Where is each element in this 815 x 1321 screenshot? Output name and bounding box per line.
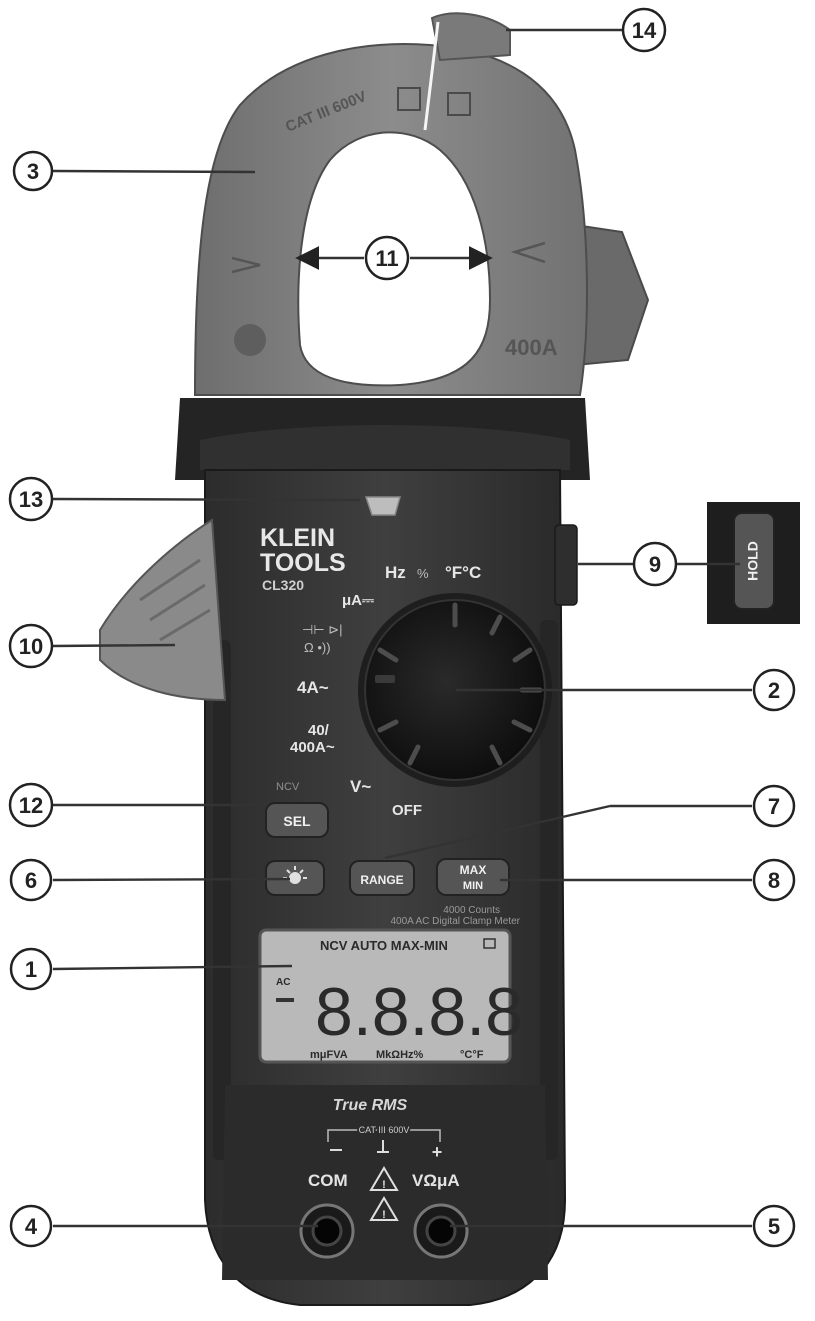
- callout-2: 2: [752, 668, 796, 712]
- dial-label-off: OFF: [392, 802, 422, 819]
- max-button-label: MAX: [460, 863, 487, 877]
- ground-symbol-icon: [377, 1140, 389, 1153]
- lcd-units-middle: MkΩHz%: [376, 1049, 424, 1061]
- lcd-display: NCV AUTO MAX-MIN AC 8.8.8.8 mμFVA MkΩHz%…: [258, 928, 523, 1064]
- diode-continuity-icons: ⊣⊢ ⊳| Ω •)): [302, 622, 343, 655]
- svg-text:8: 8: [768, 868, 780, 893]
- dial-label-hz: Hz: [385, 563, 406, 582]
- svg-text:2: 2: [768, 678, 780, 703]
- dial-label-percent: %: [417, 566, 429, 581]
- callout-9: 9: [632, 541, 678, 587]
- warning-triangle-icon: !: [369, 1196, 399, 1221]
- callout-14: 14: [621, 7, 667, 53]
- svg-text:9: 9: [649, 552, 661, 577]
- ncv-label: NCV: [276, 781, 300, 793]
- range-button[interactable]: RANGE: [349, 860, 415, 896]
- jaw-screw: [234, 324, 266, 356]
- hold-button[interactable]: [733, 512, 775, 610]
- com-label: COM: [308, 1171, 348, 1190]
- callout-1: 1: [9, 947, 53, 991]
- clamp-jaw: CAT III 600V 400A: [193, 12, 650, 396]
- jaw-current-rating: 400A: [505, 335, 558, 360]
- hold-side-button[interactable]: [554, 524, 578, 606]
- insulation-symbol-icon: [397, 87, 421, 111]
- callout-10: 10: [8, 623, 54, 669]
- callout-8: 8: [752, 858, 796, 902]
- brand-line2: TOOLS: [260, 549, 346, 577]
- dial-label-temp: °F°C: [445, 563, 481, 582]
- sel-button[interactable]: SEL: [265, 802, 329, 838]
- right-alignment-mark: [510, 241, 546, 264]
- callout-13: 13: [8, 476, 54, 522]
- lcd-units-left: mμFVA: [310, 1049, 348, 1061]
- lcd-top-indicators: NCV AUTO MAX-MIN: [320, 938, 448, 953]
- max-min-button[interactable]: MAX MIN: [436, 858, 510, 896]
- left-alignment-mark: [231, 256, 261, 274]
- backlight-button[interactable]: [265, 860, 325, 896]
- spec-counts: 4000 Counts: [443, 905, 500, 916]
- lcd-battery-icon: [483, 938, 496, 949]
- flashlight-lens: [364, 496, 401, 516]
- svg-text:!: !: [382, 1179, 386, 1191]
- positive-input-jack[interactable]: [413, 1203, 469, 1259]
- sel-button-label: SEL: [283, 813, 311, 829]
- v-ohm-ua-label: VΩμA: [412, 1171, 460, 1190]
- jaw-trigger[interactable]: [99, 518, 227, 702]
- callout-6: 6: [9, 858, 53, 902]
- lcd-ac-indicator: AC: [276, 977, 290, 988]
- leader-lines: [51, 28, 752, 1228]
- callout-12: 12: [8, 782, 54, 828]
- warning-triangle-icon: !: [369, 1166, 399, 1191]
- svg-text:11: 11: [375, 246, 398, 271]
- svg-text:5: 5: [768, 1214, 780, 1239]
- true-rms-label: True RMS: [333, 1097, 408, 1114]
- svg-text:7: 7: [768, 794, 780, 819]
- spec-description: 400A AC Digital Clamp Meter: [390, 916, 520, 927]
- rotary-function-dial[interactable]: [358, 593, 552, 787]
- insulation-symbol-icon: [447, 92, 471, 116]
- min-button-label: MIN: [463, 880, 483, 892]
- range-button-label: RANGE: [360, 873, 403, 887]
- lcd-digits: 8.8.8.8: [315, 974, 523, 1050]
- com-input-jack[interactable]: [299, 1203, 355, 1259]
- model-number: CL320: [262, 577, 304, 593]
- svg-text:⊣⊢ ⊳|: ⊣⊢ ⊳|: [302, 622, 343, 637]
- svg-text:!: !: [382, 1209, 386, 1221]
- dial-label-40a-line2: 400A~: [290, 739, 335, 756]
- hold-button-inset: HOLD: [707, 502, 800, 624]
- brand-line1: KLEIN: [260, 524, 335, 552]
- svg-text:10: 10: [19, 634, 43, 659]
- svg-text:12: 12: [19, 793, 43, 818]
- positive-symbol-icon: +: [432, 1142, 443, 1162]
- callout-7: 7: [752, 784, 796, 828]
- svg-text:4: 4: [25, 1214, 38, 1239]
- backlight-icon: [283, 866, 307, 884]
- input-cat-rating: CAT III 600V: [359, 1125, 410, 1135]
- dial-label-volts: V~: [350, 777, 371, 796]
- callout-3: 3: [12, 150, 54, 192]
- dial-label-40a-line1: 40/: [308, 722, 330, 739]
- callout-5: 5: [752, 1204, 796, 1248]
- svg-text:14: 14: [632, 18, 657, 43]
- svg-text:6: 6: [25, 868, 37, 893]
- callout-4: 4: [9, 1204, 53, 1248]
- svg-text:Ω •)): Ω •)): [304, 640, 331, 655]
- dial-label-4a: 4A~: [297, 678, 329, 697]
- callout-11: 11: [364, 235, 410, 281]
- hold-button-label: HOLD: [745, 541, 761, 581]
- svg-text:3: 3: [27, 159, 39, 184]
- svg-text:1: 1: [25, 957, 37, 982]
- svg-text:13: 13: [19, 487, 43, 512]
- dial-label-microamp: μA⎓: [342, 592, 374, 609]
- lcd-units-right: °C°F: [460, 1049, 484, 1061]
